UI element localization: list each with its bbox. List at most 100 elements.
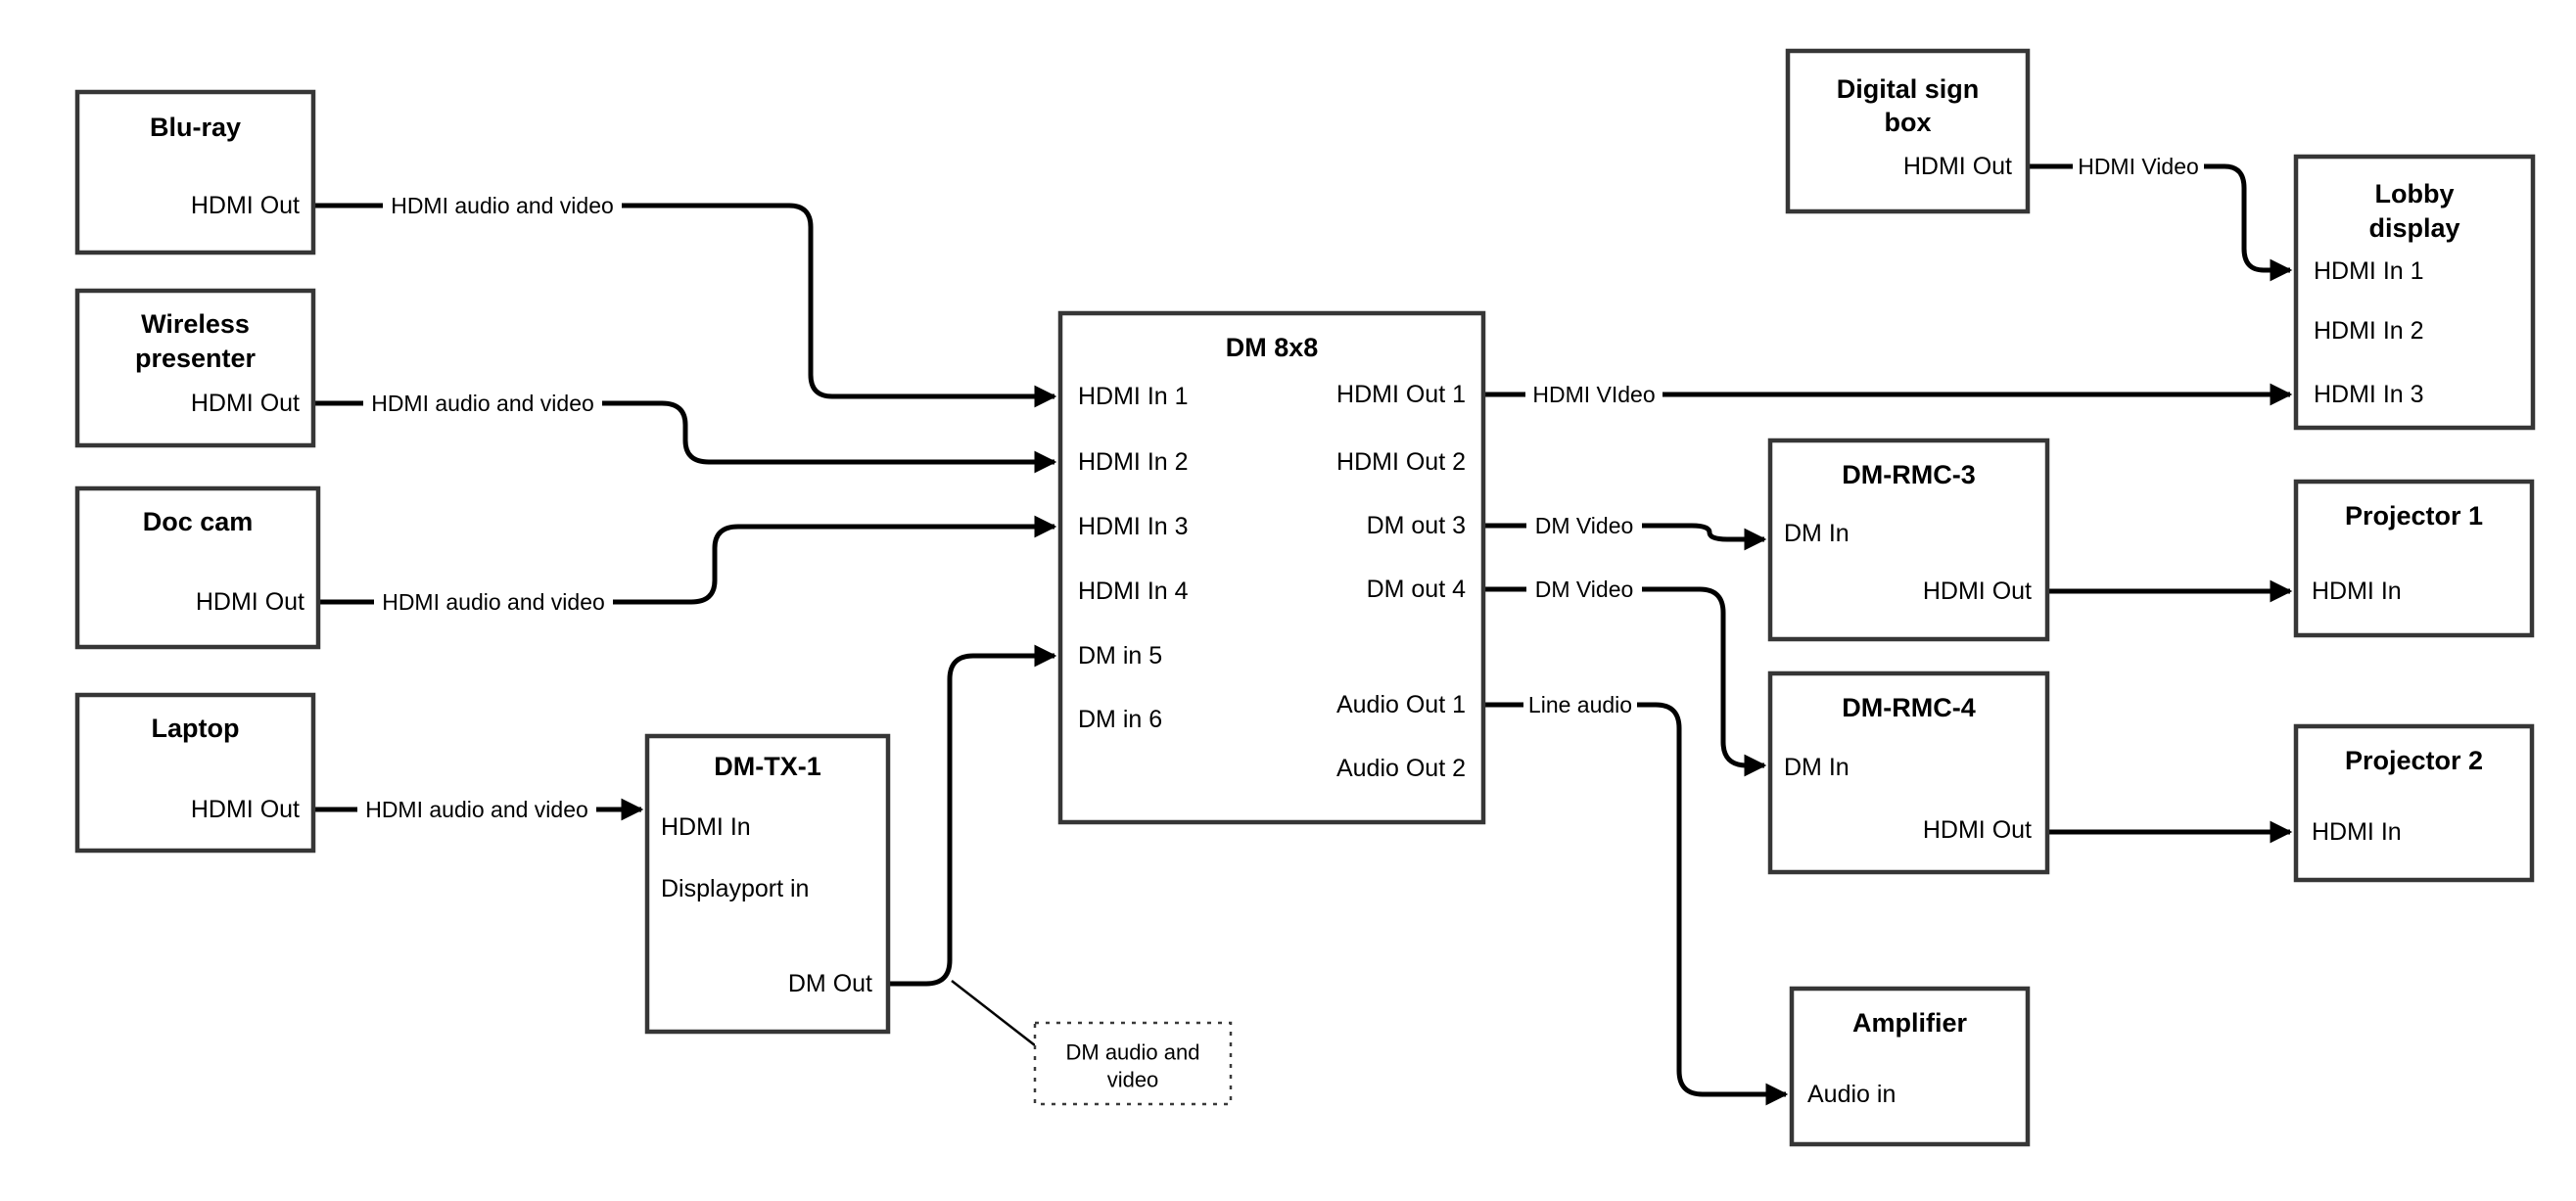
wireless-title-line-0: Wireless [141,309,250,339]
w-doccam-label: HDMI audio and video [382,589,605,615]
bluray-title-line-0: Blu-ray [150,113,241,142]
bluray-port-hdmi-out: HDMI Out [191,192,300,219]
wire-w-bluray: HDMI audio and video [313,191,1057,408]
w-digisign-path [2028,163,2293,282]
w-out1-label: HDMI VIdeo [1532,382,1655,407]
doccam-box [74,485,321,650]
digisign-box [1785,48,2031,214]
note-callout-line [951,980,1036,1046]
wire-w-digisign: HDMI Video [2028,152,2293,282]
wire-w-wireless: HDMI audio and video [313,389,1057,474]
lobby-port-hdmi-in-1: HDMI In 1 [2314,257,2424,285]
w-bluray-label-bg [383,191,622,220]
w-audio1-path [1483,702,1789,1106]
laptop-title-line-0: Laptop [152,714,240,743]
dm8x8-port-audio-out-1: Audio Out 1 [1336,691,1466,718]
lobby-port-hdmi-in-2: HDMI In 2 [2314,317,2424,345]
digisign-title-line-0: Digital sign [1837,74,1980,104]
amp-port-audio-in: Audio in [1807,1081,1896,1108]
dm8x8-title-line-0: DM 8x8 [1226,333,1319,362]
wire-w-laptop: HDMI audio and video [313,795,644,824]
rmc4-port-dm-in: DM In [1784,754,1850,781]
laptop-port-hdmi-out: HDMI Out [191,796,300,823]
dm8x8-port-hdmi-in-1: HDMI In 1 [1078,383,1189,410]
dm8x8-port-hdmi-in-3: HDMI In 3 [1078,513,1189,540]
w-out1-label-bg [1525,380,1663,409]
proj1-title-line-0: Projector 1 [2345,501,2483,531]
dm8x8-port-hdmi-out-2: HDMI Out 2 [1336,448,1466,476]
lobby-title-line-0: Lobby [2375,179,2455,208]
dmtx1-box [644,733,891,1035]
wireless-title-line-1: presenter [135,344,257,373]
proj2-title-line-0: Projector 2 [2345,746,2483,775]
wire-w-doccam: HDMI audio and video [318,515,1057,617]
proj2-box [2293,723,2535,883]
w-wireless-label: HDMI audio and video [371,391,594,416]
proj2-port-hdmi-in: HDMI In [2312,818,2402,846]
note-text-line-0: DM audio and [1066,1040,1200,1065]
w-audio1-label-bg [1523,690,1637,719]
w-bluray-label: HDMI audio and video [391,193,614,218]
proj1-box [2293,479,2535,638]
dm8x8-port-hdmi-out-1: HDMI Out 1 [1336,381,1466,408]
dm8x8-port-dm-out-3: DM out 3 [1367,512,1466,539]
wire-w-out3: DM Video [1483,511,1767,551]
rmc4-port-hdmi-out: HDMI Out [1923,816,2032,844]
lobby-title-line-1: display [2368,213,2459,243]
rmc4-box [1767,670,2050,875]
wire-w-out1: HDMI VIdeo [1483,380,2293,409]
digisign-port-hdmi-out: HDMI Out [1903,153,2012,180]
doccam-port-hdmi-out: HDMI Out [196,588,304,616]
w-out4-label: DM Video [1535,577,1634,602]
w-laptop-label-bg [357,795,596,824]
w-out3-label: DM Video [1535,513,1634,538]
dmtx1-port-dm-out: DM Out [788,970,872,997]
dm8x8-port-dm-in-5: DM in 5 [1078,642,1162,670]
w-laptop-label: HDMI audio and video [365,797,588,822]
w-doccam-label-bg [374,587,613,617]
wire-w-out4: DM Video [1483,575,1767,777]
amp-box [1789,986,2031,1147]
dm8x8-port-audio-out-2: Audio Out 2 [1336,755,1466,782]
rmc3-box [1767,438,2050,642]
wireless-port-hdmi-out: HDMI Out [191,390,300,417]
proj1-port-hdmi-in: HDMI In [2312,577,2402,605]
dm8x8-port-dm-out-4: DM out 4 [1367,576,1467,603]
digisign-title-line-1: box [1884,108,1931,137]
dm8x8-port-dm-in-6: DM in 6 [1078,706,1162,733]
doccam-title-line-0: Doc cam [143,507,254,536]
laptop-box [74,692,316,854]
wireless-box [74,288,316,448]
dmtx1-port-displayport-in: Displayport in [661,875,809,902]
note-text-line-1: video [1107,1068,1159,1092]
dmtx1-port-hdmi-in: HDMI In [661,813,751,841]
amp-title-line-0: Amplifier [1852,1008,1968,1038]
node-proj2: Projector 2 HDMI In [2293,723,2535,883]
node-proj1: Projector 1 HDMI In [2293,479,2535,638]
lobby-port-hdmi-in-3: HDMI In 3 [2314,381,2424,408]
rmc3-port-dm-in: DM In [1784,520,1850,547]
lobby-box [2293,154,2536,431]
wire-w-audio1: Line audio [1483,690,1789,1106]
w-dmtx1-path [888,644,1057,987]
w-out4-path [1483,586,1767,777]
dm8x8-port-hdmi-in-4: HDMI In 4 [1078,577,1189,605]
w-wireless-path [313,400,1057,474]
w-digisign-label-bg [2073,152,2204,181]
rmc3-port-hdmi-out: HDMI Out [1923,577,2032,605]
w-out4-label-bg [1526,575,1642,604]
w-audio1-label: Line audio [1528,692,1632,717]
dm8x8-port-hdmi-in-2: HDMI In 2 [1078,448,1189,476]
